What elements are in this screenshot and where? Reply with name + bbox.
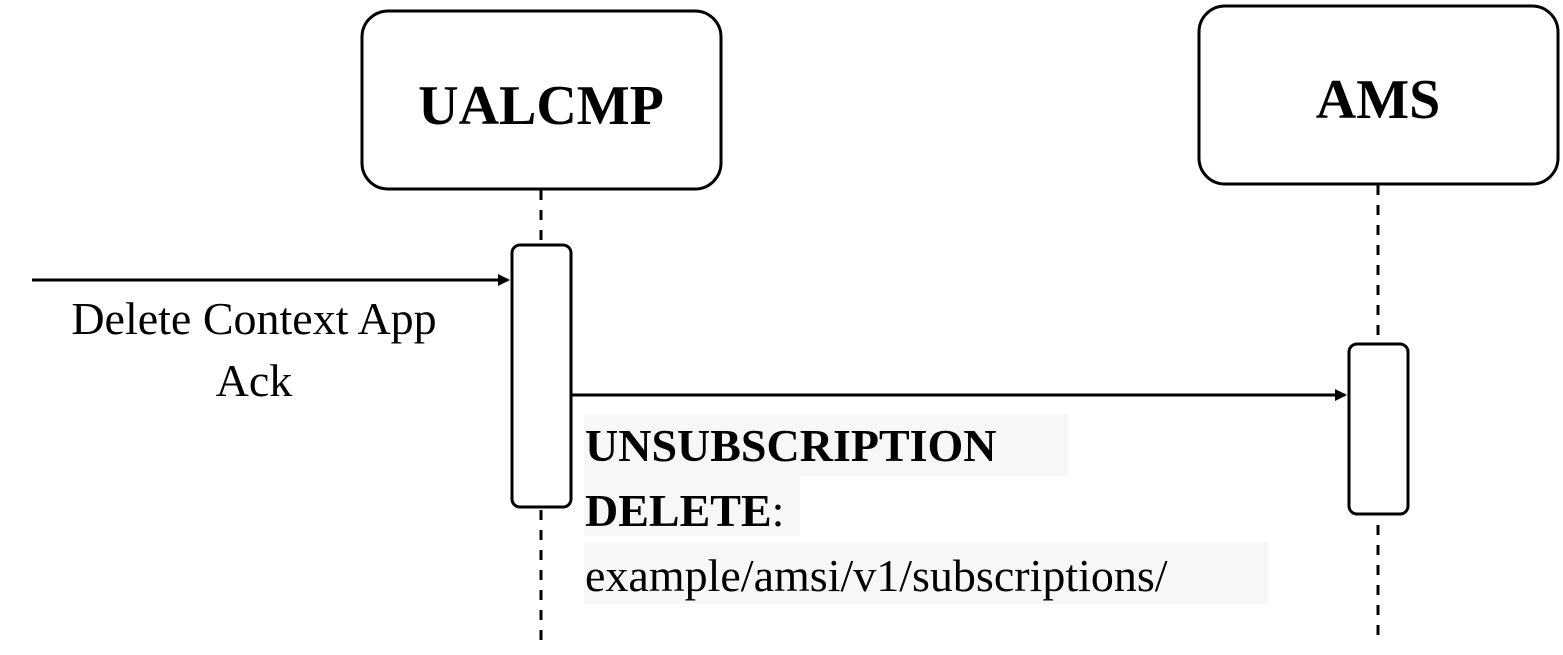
message-label-method-bold: DELETE <box>585 485 772 536</box>
participant-ams: AMS <box>1197 4 1560 186</box>
participant-ualcmp-title: UALCMP <box>418 75 664 137</box>
message-label-incoming-line-2: Ack <box>216 355 293 406</box>
message-label-incoming-line-1: Delete Context App <box>71 293 436 344</box>
message-label-method-line-2: DELETE: <box>585 485 784 536</box>
activation-ams <box>1347 342 1410 516</box>
message-label-incoming: Delete Context App Ack <box>71 293 436 406</box>
activation-ualcmp <box>510 243 573 509</box>
message-label-method-line-1: UNSUBSCRIPTION <box>585 420 997 471</box>
message-label-method-colon: : <box>772 485 785 536</box>
message-label-background <box>584 476 800 536</box>
message-label-background <box>584 542 1268 604</box>
participant-ualcmp: UALCMP <box>360 9 723 191</box>
message-label-background <box>584 414 1068 476</box>
participant-ams-box <box>1197 4 1560 186</box>
participant-ams-title: AMS <box>1316 69 1440 131</box>
message-label-path: example/amsi/v1/subscriptions/ <box>585 550 1168 601</box>
message-label-unsubscription: UNSUBSCRIPTION DELETE: example/amsi/v1/s… <box>585 420 1168 601</box>
participant-ualcmp-box <box>360 9 723 191</box>
